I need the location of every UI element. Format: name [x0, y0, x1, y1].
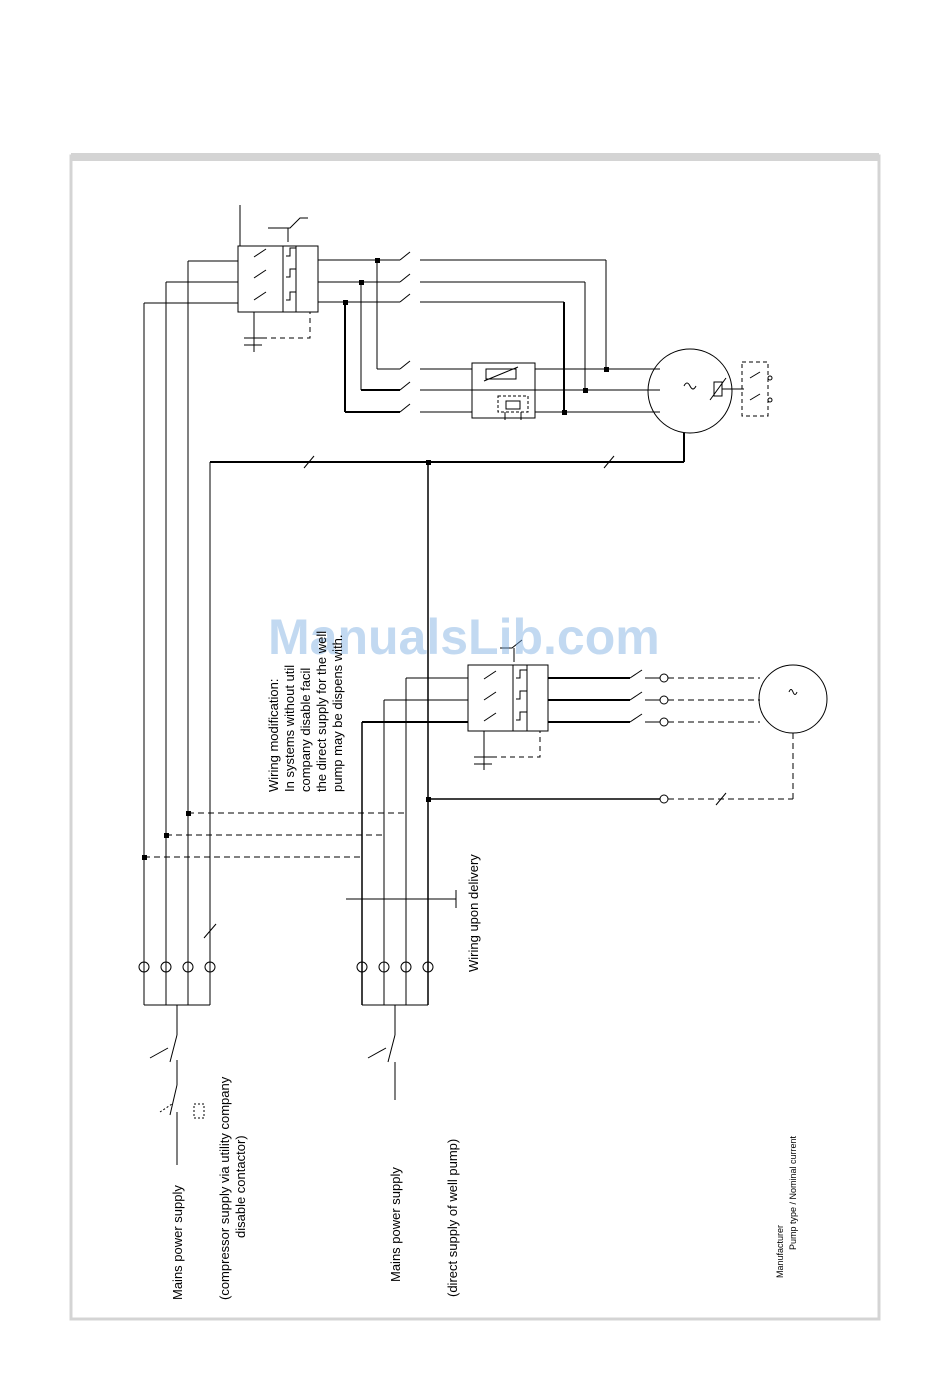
wiring-modification-line-3: company disable facil: [298, 667, 313, 792]
wiring-upon-delivery-label: Wiring upon delivery: [466, 854, 481, 972]
wiring-modification-line-2: In systems without util: [282, 664, 297, 792]
mains-2-subtitle: (direct supply of well pump): [445, 1138, 460, 1297]
mains-1-subtitle-line-1: (compressor supply via utility company: [217, 1076, 232, 1300]
well-pump-motor: [758, 664, 828, 734]
wiring-modification-line-1: Wiring modification:: [266, 678, 281, 792]
mains-power-supply-1: Mains power supply: [170, 1185, 185, 1300]
manufacturer-label: Manufacturer: [775, 1224, 785, 1278]
wiring-modification-line-5: pump may be dispens with.: [330, 634, 345, 792]
watermark: ManualsLib.com: [268, 609, 660, 665]
junction-dots: [142, 258, 609, 860]
pump-type-label: Pump type / Nominal current: [788, 1135, 798, 1250]
page-frame: [69, 154, 881, 1321]
main-contactor: [237, 205, 319, 352]
compressor-motor: [647, 348, 773, 434]
mains-1-subtitle-line-2: disable contactor): [233, 1135, 248, 1238]
mains-power-supply-2: Mains power supply: [388, 1167, 403, 1282]
overload-relay: [471, 362, 536, 420]
pump-contactor: [467, 639, 549, 770]
wiring-modification-line-4: the direct supply for the well: [314, 630, 329, 792]
